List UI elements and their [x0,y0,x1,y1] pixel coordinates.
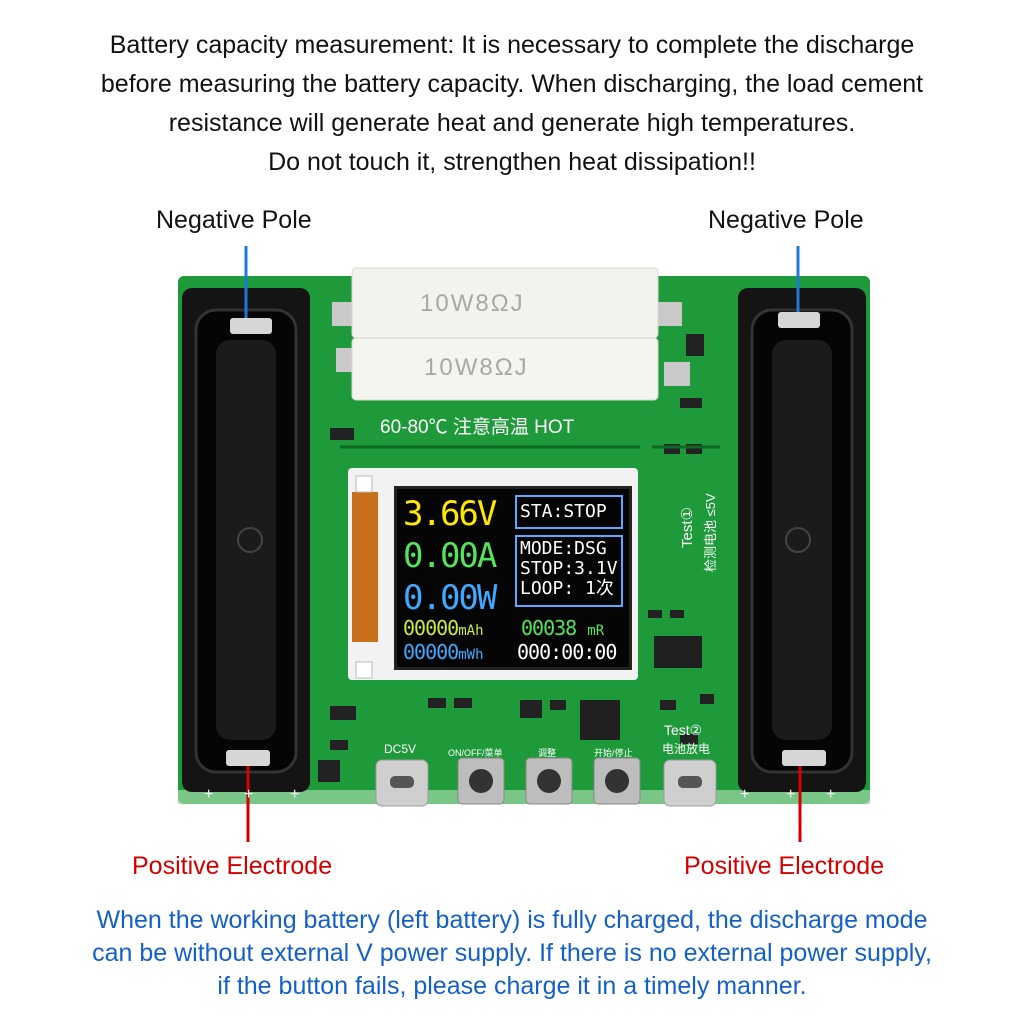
right-positive-contact [782,750,826,766]
lcd-screen: 3.66V 0.00A 0.00W STA:STOP MODE:DSG STOP… [394,486,632,670]
loop-line: LOOP: 1次 [520,578,614,599]
test1-label: Test① [679,507,696,548]
left-battery-holder [182,288,310,792]
header-line: Battery capacity measurement: It is nece… [109,31,915,59]
plus-sign: + [244,786,254,803]
button-label-start-stop: 开始/停止 [594,748,633,758]
plus-sign: + [826,786,836,803]
positive-electrode-right-label: Positive Electrode [684,852,885,880]
positive-electrode-left-label: Positive Electrode [132,852,333,880]
mah-unit: mAh [458,623,484,639]
plus-sign: + [204,786,214,803]
energy-mwh: 00000mWh [403,641,484,666]
resistance-mr: 00038 mR [521,617,604,642]
header-line: before measuring the battery capacity. W… [100,70,924,98]
header-text: Battery capacity measurement: It is nece… [20,26,1004,182]
stop-line: STOP:3.1V [520,558,618,579]
resistor-label-top: 10W8ΩJ [420,290,525,317]
plus-sign: + [290,786,300,803]
footer-line: can be without external V power supply. … [92,939,932,967]
cement-resistors [332,267,690,401]
plus-sign: + [786,786,796,803]
pcb-edge [178,790,870,804]
dc5v-label: DC5V [384,742,417,756]
mr-value: 00038 [521,616,577,640]
power-readout: 0.00W [403,578,497,618]
voltage-readout: 3.66V [403,494,497,534]
elapsed-time: 000:00:00 [517,640,617,664]
footer-line: When the working battery (left battery) … [96,906,928,934]
left-negative-contact [230,318,272,334]
test2-sub-label: 电池放电 [662,742,711,756]
right-battery-holder [738,288,866,792]
resistor-label-bottom: 10W8ΩJ [424,354,529,381]
header-line: Do not touch it, strengthen heat dissipa… [268,148,756,176]
button-label-onoff: ON/OFF/菜单 [448,748,503,758]
mode-line: MODE:DSG [520,538,607,559]
current-readout: 0.00A [403,536,497,576]
mode-box: MODE:DSG STOP:3.1V LOOP: 1次 [515,535,623,607]
mr-unit: mR [587,623,605,639]
heat-warning-label: 60-80℃ 注意高温 HOT [380,417,575,438]
test1-sub-label: 检测电池 ≤5V [703,493,718,572]
mwh-value: 00000 [403,640,459,664]
mwh-unit: mWh [458,647,484,663]
footer-text: When the working battery (left battery) … [10,904,1014,1003]
status-box: STA:STOP [515,495,623,529]
negative-pole-right-label: Negative Pole [708,206,864,234]
header-line: resistance will generate heat and genera… [168,109,856,137]
right-negative-contact [778,312,820,328]
left-positive-contact [226,750,270,766]
mah-value: 00000 [403,616,459,640]
plus-sign: + [740,786,750,803]
test2-label: Test② [664,722,703,738]
smd-components [318,334,714,782]
footer-line: if the button fails, please charge it in… [217,972,807,1000]
lcd-ribbon [352,492,378,642]
negative-pole-left-label: Negative Pole [156,206,312,234]
tactile-buttons [457,757,641,805]
button-label-adjust: 调整 [538,748,557,758]
capacity-mah: 00000mAh [403,617,484,642]
